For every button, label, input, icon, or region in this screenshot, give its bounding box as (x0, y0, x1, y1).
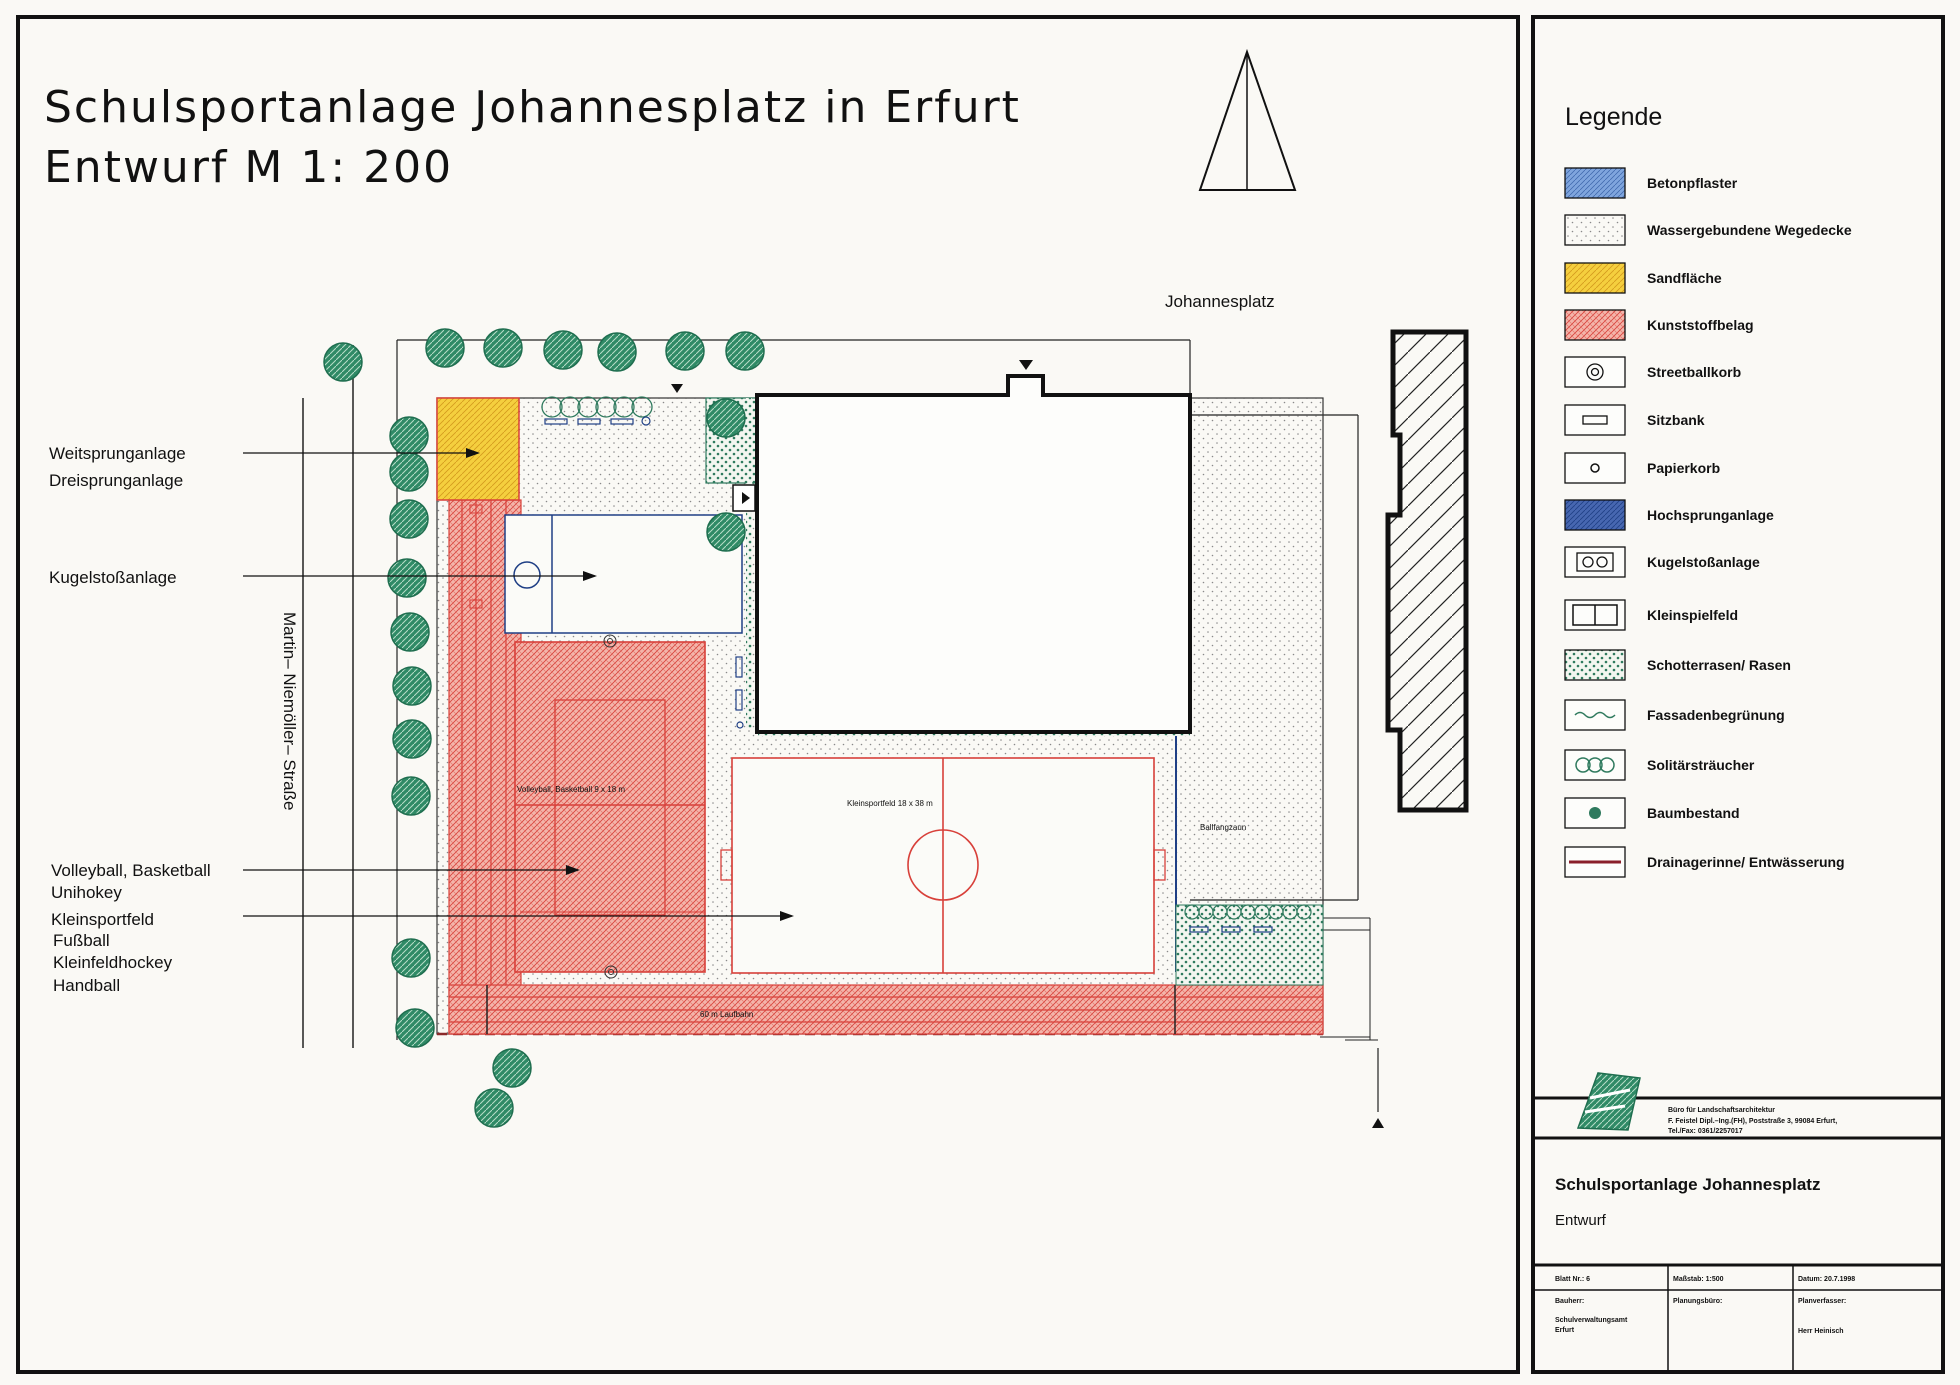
svg-text:Kugelstoßanlage: Kugelstoßanlage (49, 568, 177, 587)
callout-field: Kleinsportfeld Fußball Kleinfeldhockey H… (51, 910, 794, 995)
tb-client-2: Erfurt (1555, 1327, 1575, 1334)
tb-client-1: Schulverwaltungsamt (1555, 1317, 1628, 1324)
field-label: Kleinsportfeld 18 x 38 m (847, 799, 933, 808)
legend-item-shrubs: Solitärsträucher (1564, 749, 1755, 781)
callout-volley: Volleyball, Basketball Unihokey (51, 861, 580, 902)
legend-label: Kleinspielfeld (1647, 607, 1738, 623)
legend-item-split-rect: Kleinspielfeld (1564, 599, 1738, 631)
legend-label: Drainagerinne/ Entwässerung (1647, 854, 1845, 870)
legend-item-red-fill: Kunststoffbelag (1564, 309, 1754, 341)
office-line-1: Büro für Landschaftsarchitektur (1668, 1107, 1775, 1114)
track-label: 60 m Laufbahn (700, 1010, 753, 1019)
legend-item-bench: Sitzbank (1564, 404, 1705, 436)
legend-label: Baumbestand (1647, 805, 1740, 821)
tb-sheet-no: Blatt Nr.: 6 (1555, 1276, 1590, 1283)
legend-frame (1531, 15, 1945, 1374)
neighbour-building (1385, 329, 1469, 813)
legend-item-two-circles: Kugelstoßanlage (1564, 546, 1760, 578)
legend-item-drain-line: Drainagerinne/ Entwässerung (1564, 846, 1845, 878)
tb-date: Datum: 20.7.1998 (1798, 1276, 1855, 1283)
tb-phase: Entwurf (1555, 1212, 1607, 1229)
legend-label: Papierkorb (1647, 460, 1720, 476)
svg-text:Fußball: Fußball (53, 931, 110, 950)
legend-label: Hochsprunganlage (1647, 507, 1774, 523)
school-building (755, 374, 1192, 734)
office-line-2: F. Feistel Dipl.–Ing.(FH), Poststraße 3,… (1668, 1118, 1837, 1125)
legend-label: Sandfläche (1647, 270, 1722, 286)
tb-author: Herr Heinisch (1798, 1328, 1844, 1335)
legend-item-yellow-fill: Sandfläche (1564, 262, 1722, 294)
office-logo (1576, 1072, 1641, 1131)
legend-label: Wassergebundene Wegedecke (1647, 222, 1852, 238)
long-jump-sandpit (436, 397, 520, 501)
legend-label: Solitärsträucher (1647, 757, 1755, 773)
svg-text:Handball: Handball (53, 976, 120, 995)
main-frame (16, 15, 1520, 1374)
legend-item-darkblue-fill: Hochsprunganlage (1564, 499, 1774, 531)
tb-scale: Maßstab: 1:500 (1673, 1276, 1724, 1283)
legend-item-dotted: Wassergebundene Wegedecke (1564, 214, 1852, 246)
plan-title: Schulsportanlage Johannesplatz in Erfurt (44, 82, 1021, 133)
tree-stock (323, 328, 765, 1128)
legend-label: Kunststoffbelag (1647, 317, 1754, 333)
legend-title: Legende (1565, 103, 1662, 131)
street-niemoeller: Martin– Niemöller– Straße (280, 612, 299, 810)
legend-label: Sitzbank (1647, 412, 1705, 428)
callout-shotput: Kugelstoßanlage (49, 568, 597, 587)
street-johannesplatz: Johannesplatz (1165, 292, 1275, 311)
svg-text:Unihokey: Unihokey (51, 883, 122, 902)
tb-author-label: Planverfasser: (1798, 1298, 1846, 1305)
plan-subtitle: Entwurf M 1: 200 (44, 142, 453, 193)
svg-text:Kleinsportfeld: Kleinsportfeld (51, 910, 154, 929)
legend-label: Streetballkorb (1647, 364, 1741, 380)
fence-label: Ballfangzaun (1200, 823, 1246, 832)
svg-text:Weitsprunganlage: Weitsprunganlage (49, 444, 186, 463)
legend-item-small-circle: Papierkorb (1564, 452, 1720, 484)
callout-jump: Weitsprunganlage Dreisprunganlage (49, 444, 480, 490)
legend-item-green-dots: Schotterrasen/ Rasen (1564, 649, 1791, 681)
svg-text:Kleinfeldhockey: Kleinfeldhockey (53, 953, 173, 972)
legend-label: Fassadenbegrünung (1647, 707, 1785, 723)
legend-label: Kugelstoßanlage (1647, 554, 1760, 570)
legend-item-double-circle: Streetballkorb (1564, 356, 1741, 388)
office-line-3: Tel./Fax: 0361/2257017 (1668, 1128, 1743, 1135)
legend-item-tree: Baumbestand (1564, 797, 1740, 829)
svg-text:Dreisprunganlage: Dreisprunganlage (49, 471, 183, 490)
volley-court-label: Volleyball, Basketball 9 x 18 m (517, 785, 625, 794)
tb-client-label: Bauherr: (1555, 1298, 1584, 1305)
tb-planner-label: Planungsbüro: (1673, 1298, 1722, 1305)
legend-label: Betonpflaster (1647, 175, 1738, 191)
legend-label: Schotterrasen/ Rasen (1647, 657, 1791, 673)
north-arrow-icon (1198, 48, 1297, 191)
legend-item-blue-fill: Betonpflaster (1564, 167, 1738, 199)
legend-item-wavy: Fassadenbegrünung (1564, 699, 1785, 731)
tb-project: Schulsportanlage Johannesplatz (1555, 1175, 1820, 1194)
svg-text:Volleyball, Basketball: Volleyball, Basketball (51, 861, 211, 880)
shot-put-area (504, 514, 743, 634)
